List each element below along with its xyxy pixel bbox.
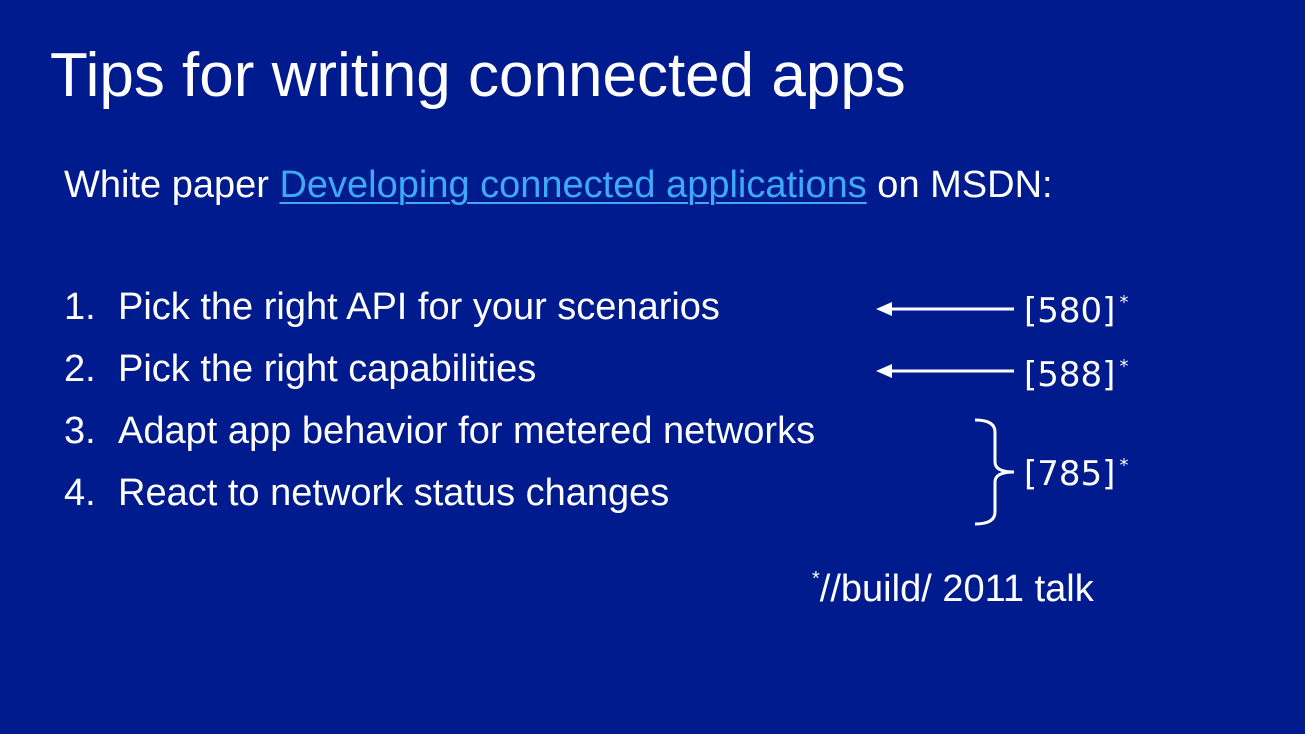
list-item-number: 1. bbox=[64, 286, 96, 328]
footnote-text: //build/ 2011 talk bbox=[819, 568, 1094, 610]
white-paper-link[interactable]: Developing connected applications bbox=[279, 164, 867, 206]
ref-marker: * bbox=[1119, 356, 1129, 377]
ref-580: [580]* bbox=[1024, 291, 1128, 337]
list-item-text: React to network status changes bbox=[118, 472, 670, 514]
intro-suffix: on MSDN: bbox=[866, 164, 1053, 206]
ref-marker: * bbox=[1119, 455, 1129, 476]
list-item-text: Pick the right API for your scenarios bbox=[118, 286, 720, 328]
ref-588: [588]* bbox=[1024, 355, 1128, 401]
footnote-marker: * bbox=[812, 568, 820, 590]
list-item-3: 3. Adapt app behavior for metered network… bbox=[64, 408, 815, 454]
slide-title: Tips for writing connected apps bbox=[50, 41, 906, 110]
footnote: *//build/ 2011 talk bbox=[812, 566, 1094, 618]
intro-line: White paper Developing connected applica… bbox=[64, 162, 1053, 208]
list-item-text: Pick the right capabilities bbox=[118, 348, 537, 390]
list-item-number: 3. bbox=[64, 410, 96, 452]
ref-label: [588] bbox=[1024, 355, 1116, 395]
list-item-number: 4. bbox=[64, 472, 96, 514]
right-brace-icon bbox=[974, 418, 1015, 526]
list-item-4: 4. React to network status changes bbox=[64, 470, 669, 516]
ref-label: [580] bbox=[1024, 291, 1116, 331]
ref-785: [785]* bbox=[1024, 454, 1128, 500]
intro-prefix: White paper bbox=[64, 164, 280, 206]
list-item-2: 2. Pick the right capabilities bbox=[64, 346, 536, 392]
list-item-number: 2. bbox=[64, 348, 96, 390]
list-item-text: Adapt app behavior for metered networks bbox=[118, 410, 816, 452]
arrow-left-icon bbox=[876, 364, 1014, 378]
list-item-1: 1. Pick the right API for your scenarios bbox=[64, 284, 720, 330]
ref-marker: * bbox=[1119, 292, 1129, 313]
ref-label: [785] bbox=[1024, 454, 1116, 494]
arrow-left-icon bbox=[876, 302, 1014, 316]
